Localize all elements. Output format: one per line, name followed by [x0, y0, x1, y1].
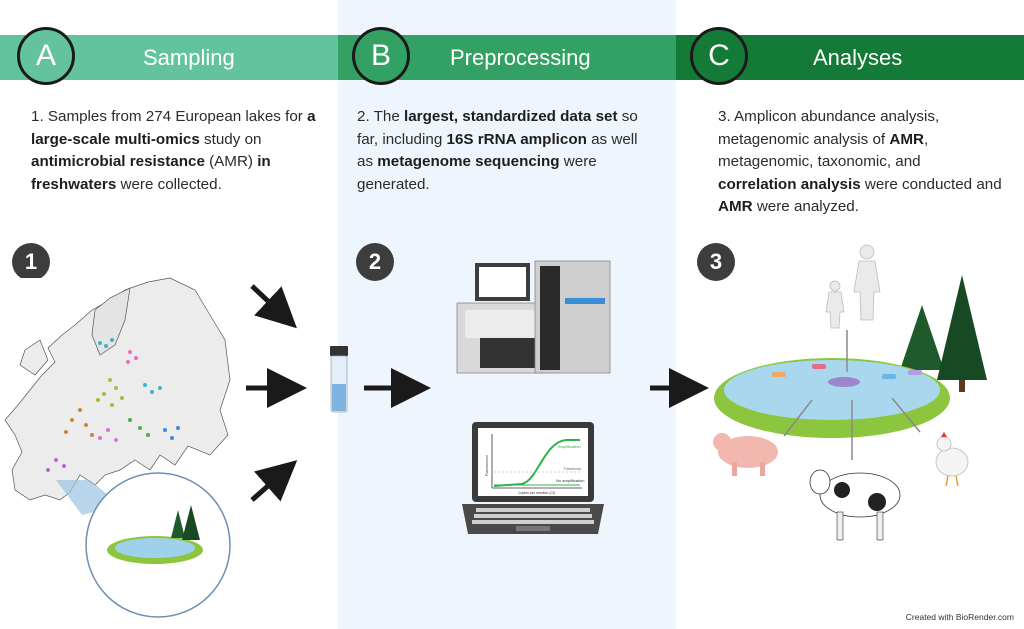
plot-xlabel: Copies per reaction (Ct)	[518, 491, 555, 495]
desc-c-seg-bold: correlation analysis	[718, 175, 861, 193]
desc-b-seg: as well as	[357, 130, 638, 171]
desc-b-seg: were generated.	[357, 153, 597, 193]
desc-a-seg: 1. Samples from 274 European lakes for	[31, 108, 308, 125]
desc-c-seg: , metagenomic, taxonomic, and	[718, 130, 929, 171]
desc-a-seg-bold: in freshwaters	[31, 153, 271, 193]
desc-c-seg: were conducted and	[860, 175, 1002, 193]
section-c-letter: C	[690, 27, 748, 85]
section-b-description: 2. The largest, standardized data set so…	[357, 106, 642, 196]
connection-arrows	[783, 330, 921, 460]
threshold-label: Threshold	[563, 466, 581, 471]
sample-vial-icon	[330, 346, 348, 413]
human-figures	[825, 244, 881, 329]
step-1-badge: 1	[12, 243, 50, 281]
desc-a-seg-bold: antimicrobial resistance	[31, 153, 205, 170]
section-b-title: Preprocessing	[450, 45, 591, 70]
sampling-sites	[46, 338, 180, 472]
pig-icon	[713, 433, 778, 476]
europe-map-illustration	[0, 277, 232, 515]
section-a-description: 1. Samples from 274 European lakes for a…	[31, 106, 316, 196]
desc-b-seg-bold: 16S rRNA amplicon	[446, 130, 587, 148]
arrow-to-analyses	[650, 368, 709, 408]
desc-b-seg-bold: metagenome sequencing	[377, 153, 560, 170]
pine-trees	[900, 275, 987, 392]
biorender-credit: Created with BioRender.com	[905, 612, 1014, 622]
no-amplification-label: No amplification	[556, 478, 584, 483]
desc-b-seg-bold: largest, standardized data set	[404, 108, 618, 125]
desc-c-seg: 3. Amplicon abundance analysis, metageno…	[718, 108, 940, 148]
arrows-to-vial	[246, 284, 307, 502]
desc-c-seg: were analyzed.	[752, 198, 859, 215]
desc-c-seg-bold: AMR	[889, 130, 924, 148]
chicken-icon	[935, 432, 969, 487]
desc-b-seg: so far, including	[357, 108, 638, 148]
arrow-to-preprocessing	[364, 368, 431, 408]
desc-a-seg-bold: a large-scale multi-omics	[31, 108, 316, 148]
lake	[714, 358, 950, 438]
sequencer-machine-icon	[456, 260, 611, 374]
desc-b-seg: 2. The	[357, 108, 405, 125]
section-a-letter: A	[17, 27, 75, 85]
step-3-badge: 3	[697, 243, 735, 281]
one-health-scene	[713, 244, 987, 541]
desc-a-seg: study on	[199, 130, 262, 148]
desc-c-seg-bold: AMR	[718, 198, 753, 215]
desc-a-seg: were collected.	[116, 175, 222, 193]
amplification-label: Amplification	[558, 444, 581, 449]
cow-icon	[809, 469, 901, 541]
section-a-title: Sampling	[143, 45, 235, 70]
desc-a-seg: (AMR)	[204, 153, 258, 170]
section-b-letter: B	[352, 27, 410, 85]
section-c-description: 3. Amplicon abundance analysis, metageno…	[718, 106, 1003, 219]
plot-ylabel: Fluorescence	[485, 455, 489, 476]
step-2-badge: 2	[356, 243, 394, 281]
lake-zoom-circle	[85, 472, 231, 618]
section-c-title: Analyses	[813, 45, 903, 70]
laptop-qpcr-icon: Amplification Threshold No amplification…	[462, 422, 604, 534]
